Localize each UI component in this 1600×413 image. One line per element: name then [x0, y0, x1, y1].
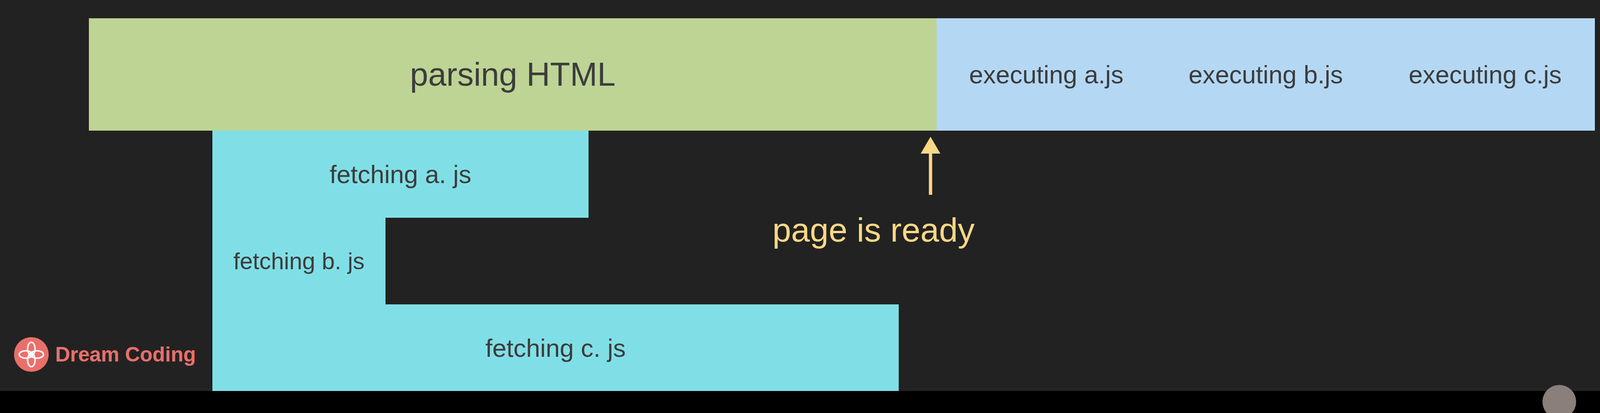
bar-label: executing c.js [1408, 59, 1562, 89]
bar-label: executing a.js [968, 59, 1124, 89]
avatar [1542, 384, 1577, 413]
ready-label: page is ready [772, 210, 975, 249]
ready-arrow-line [929, 148, 933, 195]
bar-label: parsing HTML [409, 55, 616, 94]
bar-label: executing b.js [1188, 59, 1343, 89]
brand-watermark: Dream Coding [55, 342, 197, 366]
ready-arrow-head [920, 136, 941, 154]
execute-bar: executing b.js [1156, 18, 1376, 131]
bar-label: fetching c. js [485, 333, 626, 363]
execute-bar: executing a.js [936, 18, 1157, 131]
execute-bar: executing c.js [1375, 18, 1595, 131]
logo-icon [14, 336, 49, 372]
bar-label: fetching b. js [233, 247, 365, 275]
parse-bar: parsing HTML [88, 18, 937, 131]
fetch-bar: fetching a. js [212, 130, 589, 218]
bar-label: fetching a. js [329, 159, 472, 189]
video-bar [0, 390, 1600, 413]
fetch-bar: fetching b. js [212, 217, 386, 305]
fetch-bar: fetching c. js [212, 304, 899, 391]
